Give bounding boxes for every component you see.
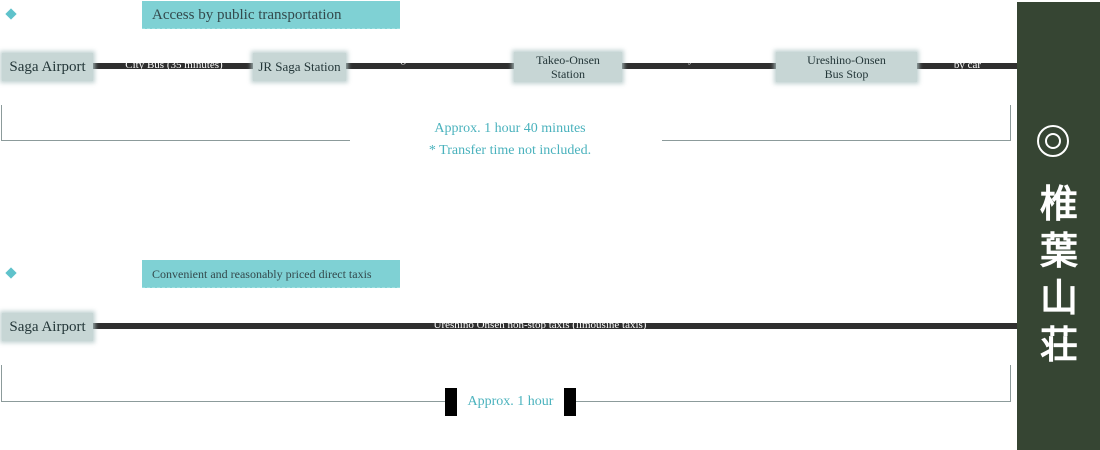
route-line (90, 323, 1017, 329)
section-heading-public-transport: Access by public transportation (142, 1, 400, 29)
station-label-line2: Bus Stop (824, 67, 869, 81)
family-crest-icon (1037, 125, 1069, 157)
station-label: Saga Airport (9, 319, 86, 335)
segment-label-nagasaki-line: Nagasaki Main Line (387, 55, 478, 65)
station-label-line1: Takeo-Onsen (536, 53, 600, 67)
bracket-end-bar-left (445, 388, 457, 416)
station-label-line1: Ureshino-Onsen (807, 53, 886, 67)
station-label-line2: Station (550, 67, 585, 81)
section-bullet-icon (5, 267, 17, 279)
brand-sidebar: 椎葉山荘 (1017, 2, 1100, 450)
station-jr-saga: JR Saga Station (253, 53, 346, 81)
transfer-note: * Transfer time not included. (428, 143, 592, 158)
duration-text: Approx. 1 hour (467, 394, 554, 409)
station-label: JR Saga Station (258, 59, 341, 74)
section-bullet-icon (5, 8, 17, 20)
station-saga-airport: Saga Airport (2, 313, 93, 341)
segment-label-city-bus: City Bus (35 minutes) (125, 61, 223, 71)
segment-label-jr-bus: JR Kyushu Bus (665, 55, 735, 65)
segment-label-by-car: by car (953, 61, 982, 71)
station-takeo-onsen: Takeo-Onsen Station (514, 52, 622, 82)
section-heading-direct-taxis: Convenient and reasonably priced direct … (142, 260, 400, 288)
duration-text: Approx. 1 hour 40 minutes (434, 121, 586, 136)
duration-bracket-left (1, 365, 446, 402)
duration-bracket-right (662, 105, 1011, 141)
station-label: Saga Airport (9, 59, 86, 75)
station-saga-airport: Saga Airport (2, 53, 93, 81)
station-ureshino-onsen: Ureshino-Onsen Bus Stop (776, 52, 917, 82)
brand-name: 椎葉山荘 (1039, 181, 1078, 367)
duration-bracket-left (1, 105, 350, 141)
segment-label-taxi: Ureshino Onsen non-stop taxis (limousine… (433, 321, 647, 331)
bracket-end-bar-right (564, 388, 576, 416)
duration-bracket-right (576, 365, 1011, 402)
crest-inner-ring (1045, 133, 1061, 149)
